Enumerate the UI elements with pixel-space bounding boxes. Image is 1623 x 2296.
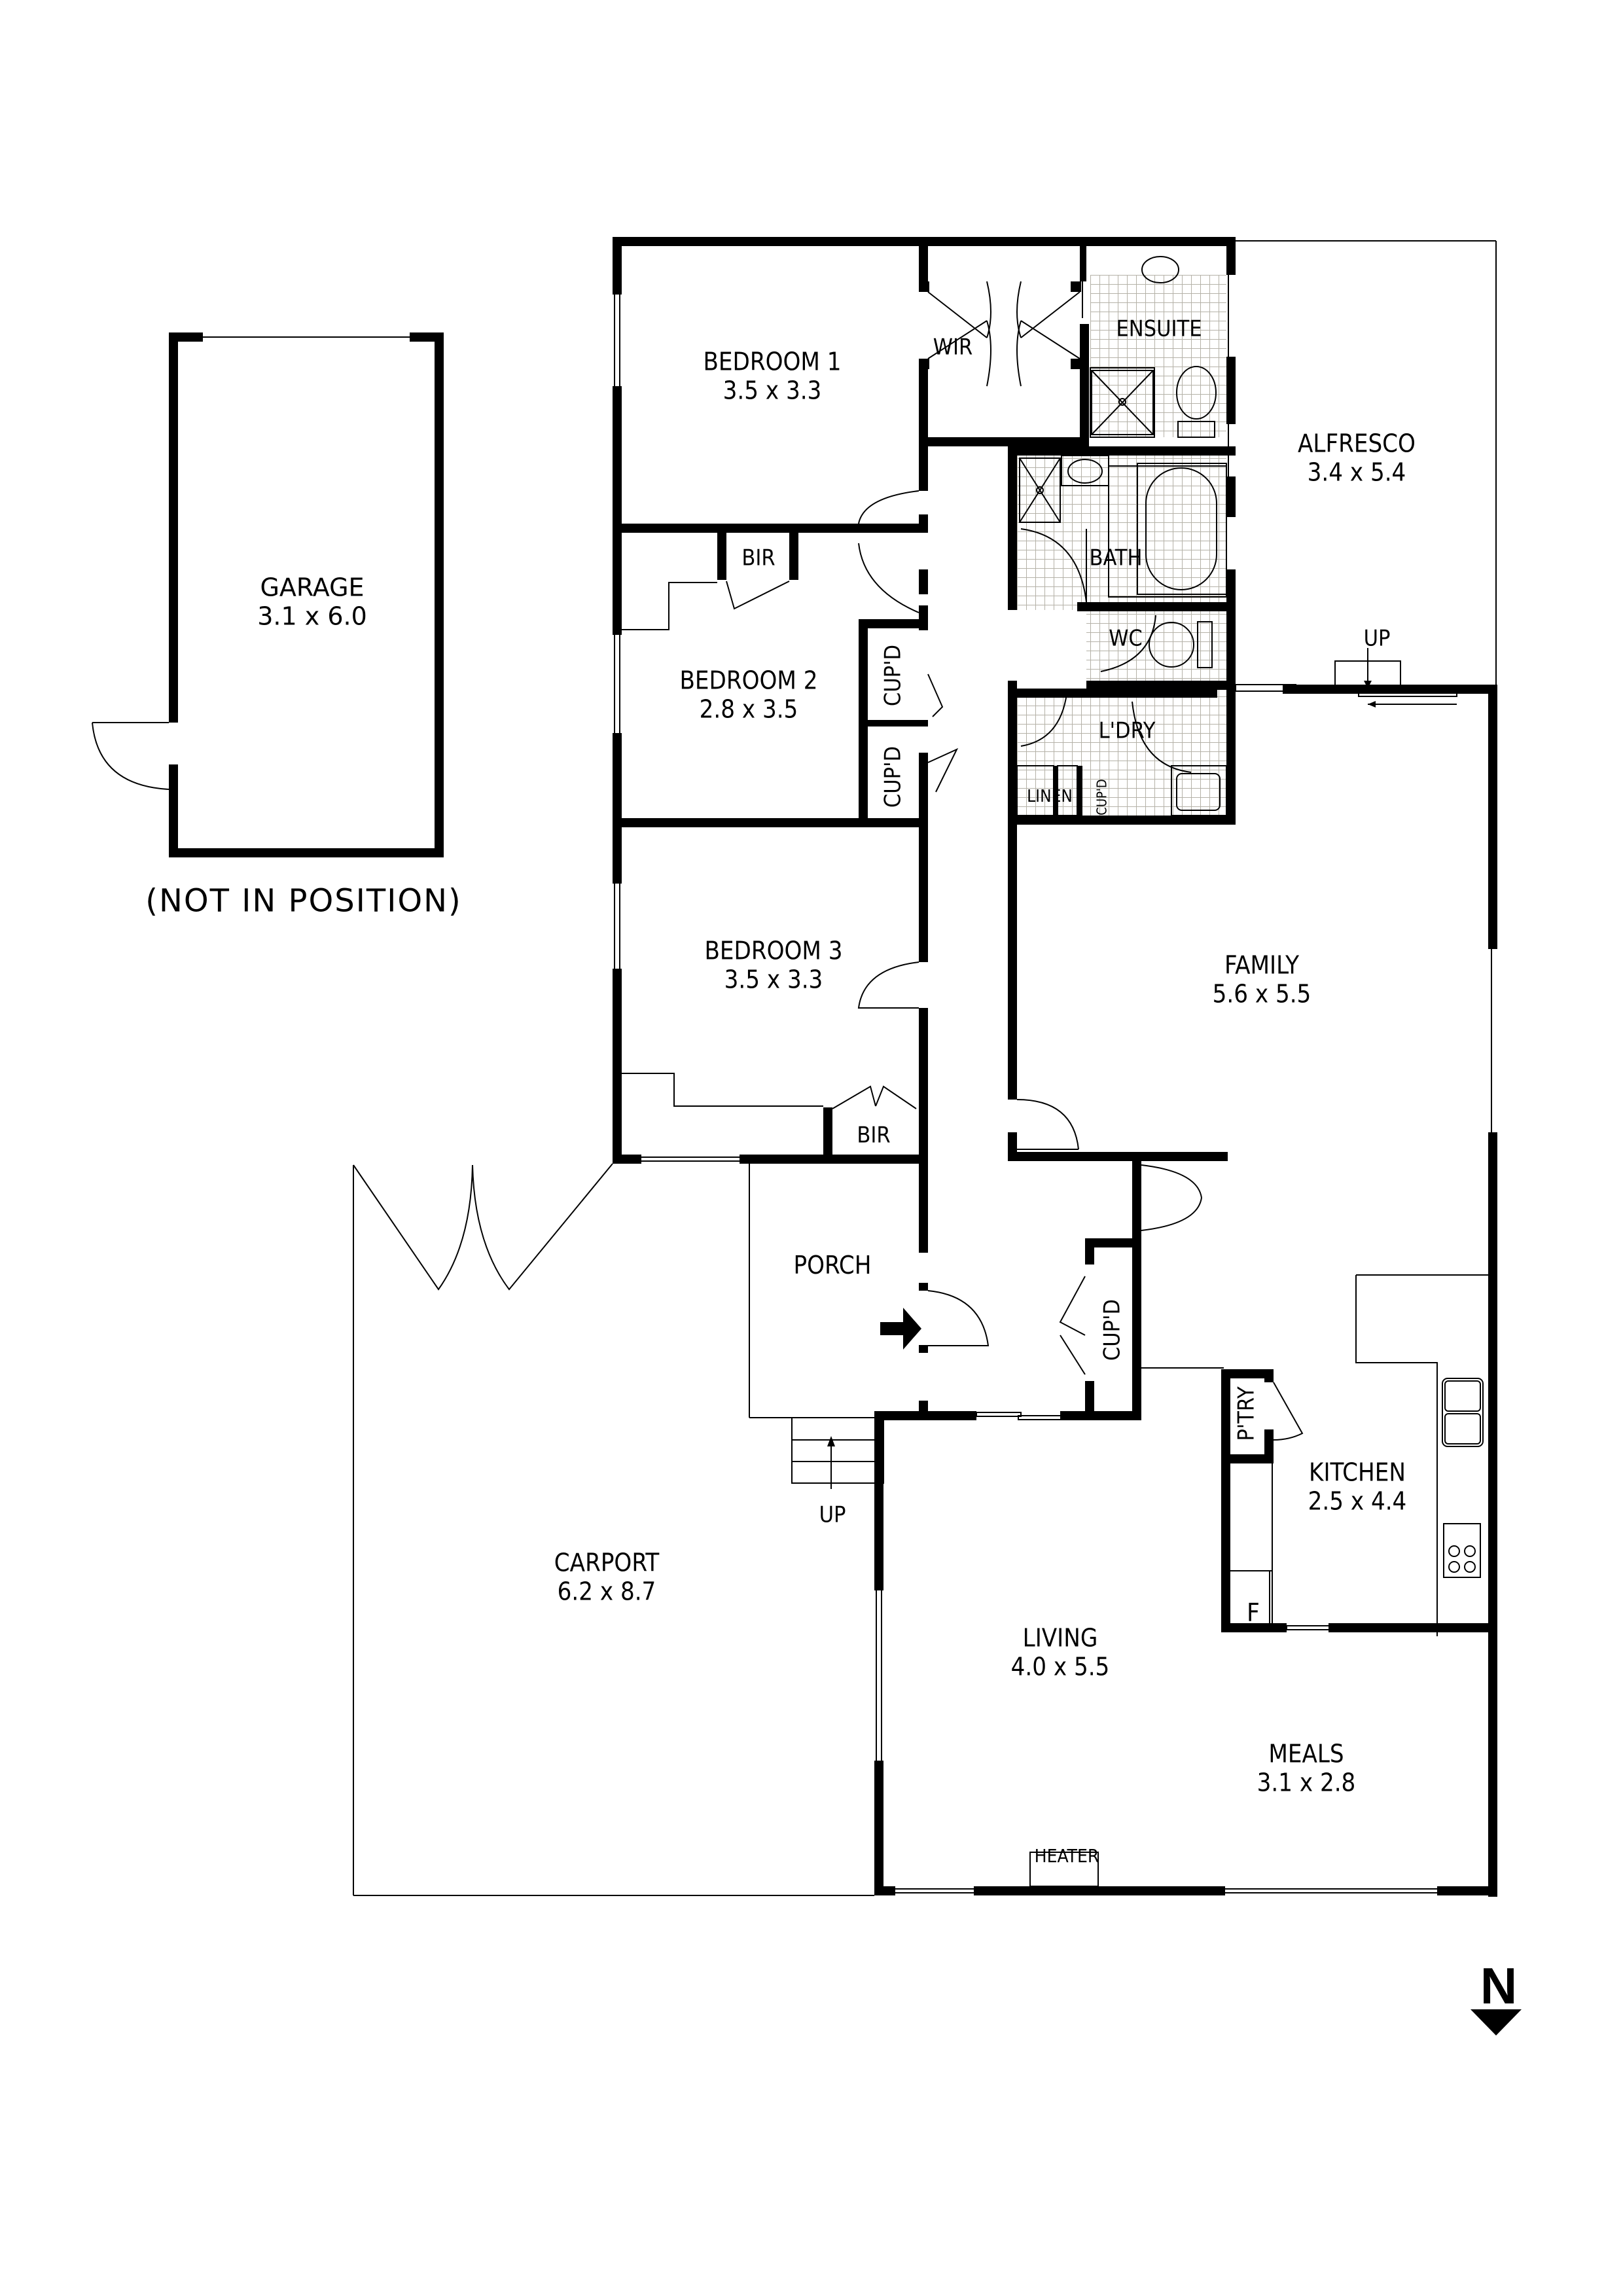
room-label-pantry: P'TRY <box>1233 1386 1260 1441</box>
room-label-cupboard-2: CUP'D <box>880 745 906 808</box>
heater-label: HEATER <box>1034 1844 1099 1867</box>
fridge-label: F <box>1247 1598 1260 1628</box>
room-label-meals: MEALS 3.1 x 2.8 <box>1257 1739 1356 1797</box>
room-label-living: LIVING 4.0 x 5.5 <box>1010 1623 1110 1681</box>
room-label-bedroom1: BEDROOM 1 3.5 x 3.3 <box>703 347 842 404</box>
room-label-wir: WIR <box>933 334 973 361</box>
garage-outline <box>92 332 444 857</box>
room-label-bir-bedroom3: BIR <box>857 1122 891 1149</box>
up-label-alfresco: UP <box>1363 625 1391 652</box>
room-label-bath: BATH <box>1089 545 1143 571</box>
room-label-cupboard-1: CUP'D <box>880 644 906 707</box>
room-label-alfresco: ALFRESCO 3.4 x 5.4 <box>1298 429 1416 486</box>
room-label-family: FAMILY 5.6 x 5.5 <box>1212 950 1311 1008</box>
garage-position-note: (NOT IN POSITION) <box>145 882 462 920</box>
room-label-porch: PORCH <box>793 1251 872 1280</box>
room-label-garage: GARAGE 3.1 x 6.0 <box>257 573 367 630</box>
room-label-ensuite: ENSUITE <box>1116 315 1202 342</box>
room-label-kitchen: KITCHEN 2.5 x 4.4 <box>1308 1458 1407 1515</box>
north-label: N <box>1480 1957 1518 2015</box>
room-label-cupboard-hall: CUP'D <box>1099 1299 1126 1361</box>
up-label-porch: UP <box>819 1501 846 1528</box>
room-label-carport: CARPORT 6.2 x 8.7 <box>554 1548 660 1605</box>
room-label-bedroom2: BEDROOM 2 2.8 x 3.5 <box>679 666 818 723</box>
room-label-bir-bedroom2: BIR <box>741 545 776 571</box>
room-label-wc: WC <box>1109 625 1143 652</box>
room-label-linen: LINEN <box>1027 787 1073 807</box>
room-label-bedroom3: BEDROOM 3 3.5 x 3.3 <box>704 936 843 994</box>
room-label-cupboard-laundry: CUP'D <box>1094 779 1110 816</box>
room-label-laundry: L'DRY <box>1098 717 1156 744</box>
north-arrow-icon <box>1471 2009 1522 2036</box>
